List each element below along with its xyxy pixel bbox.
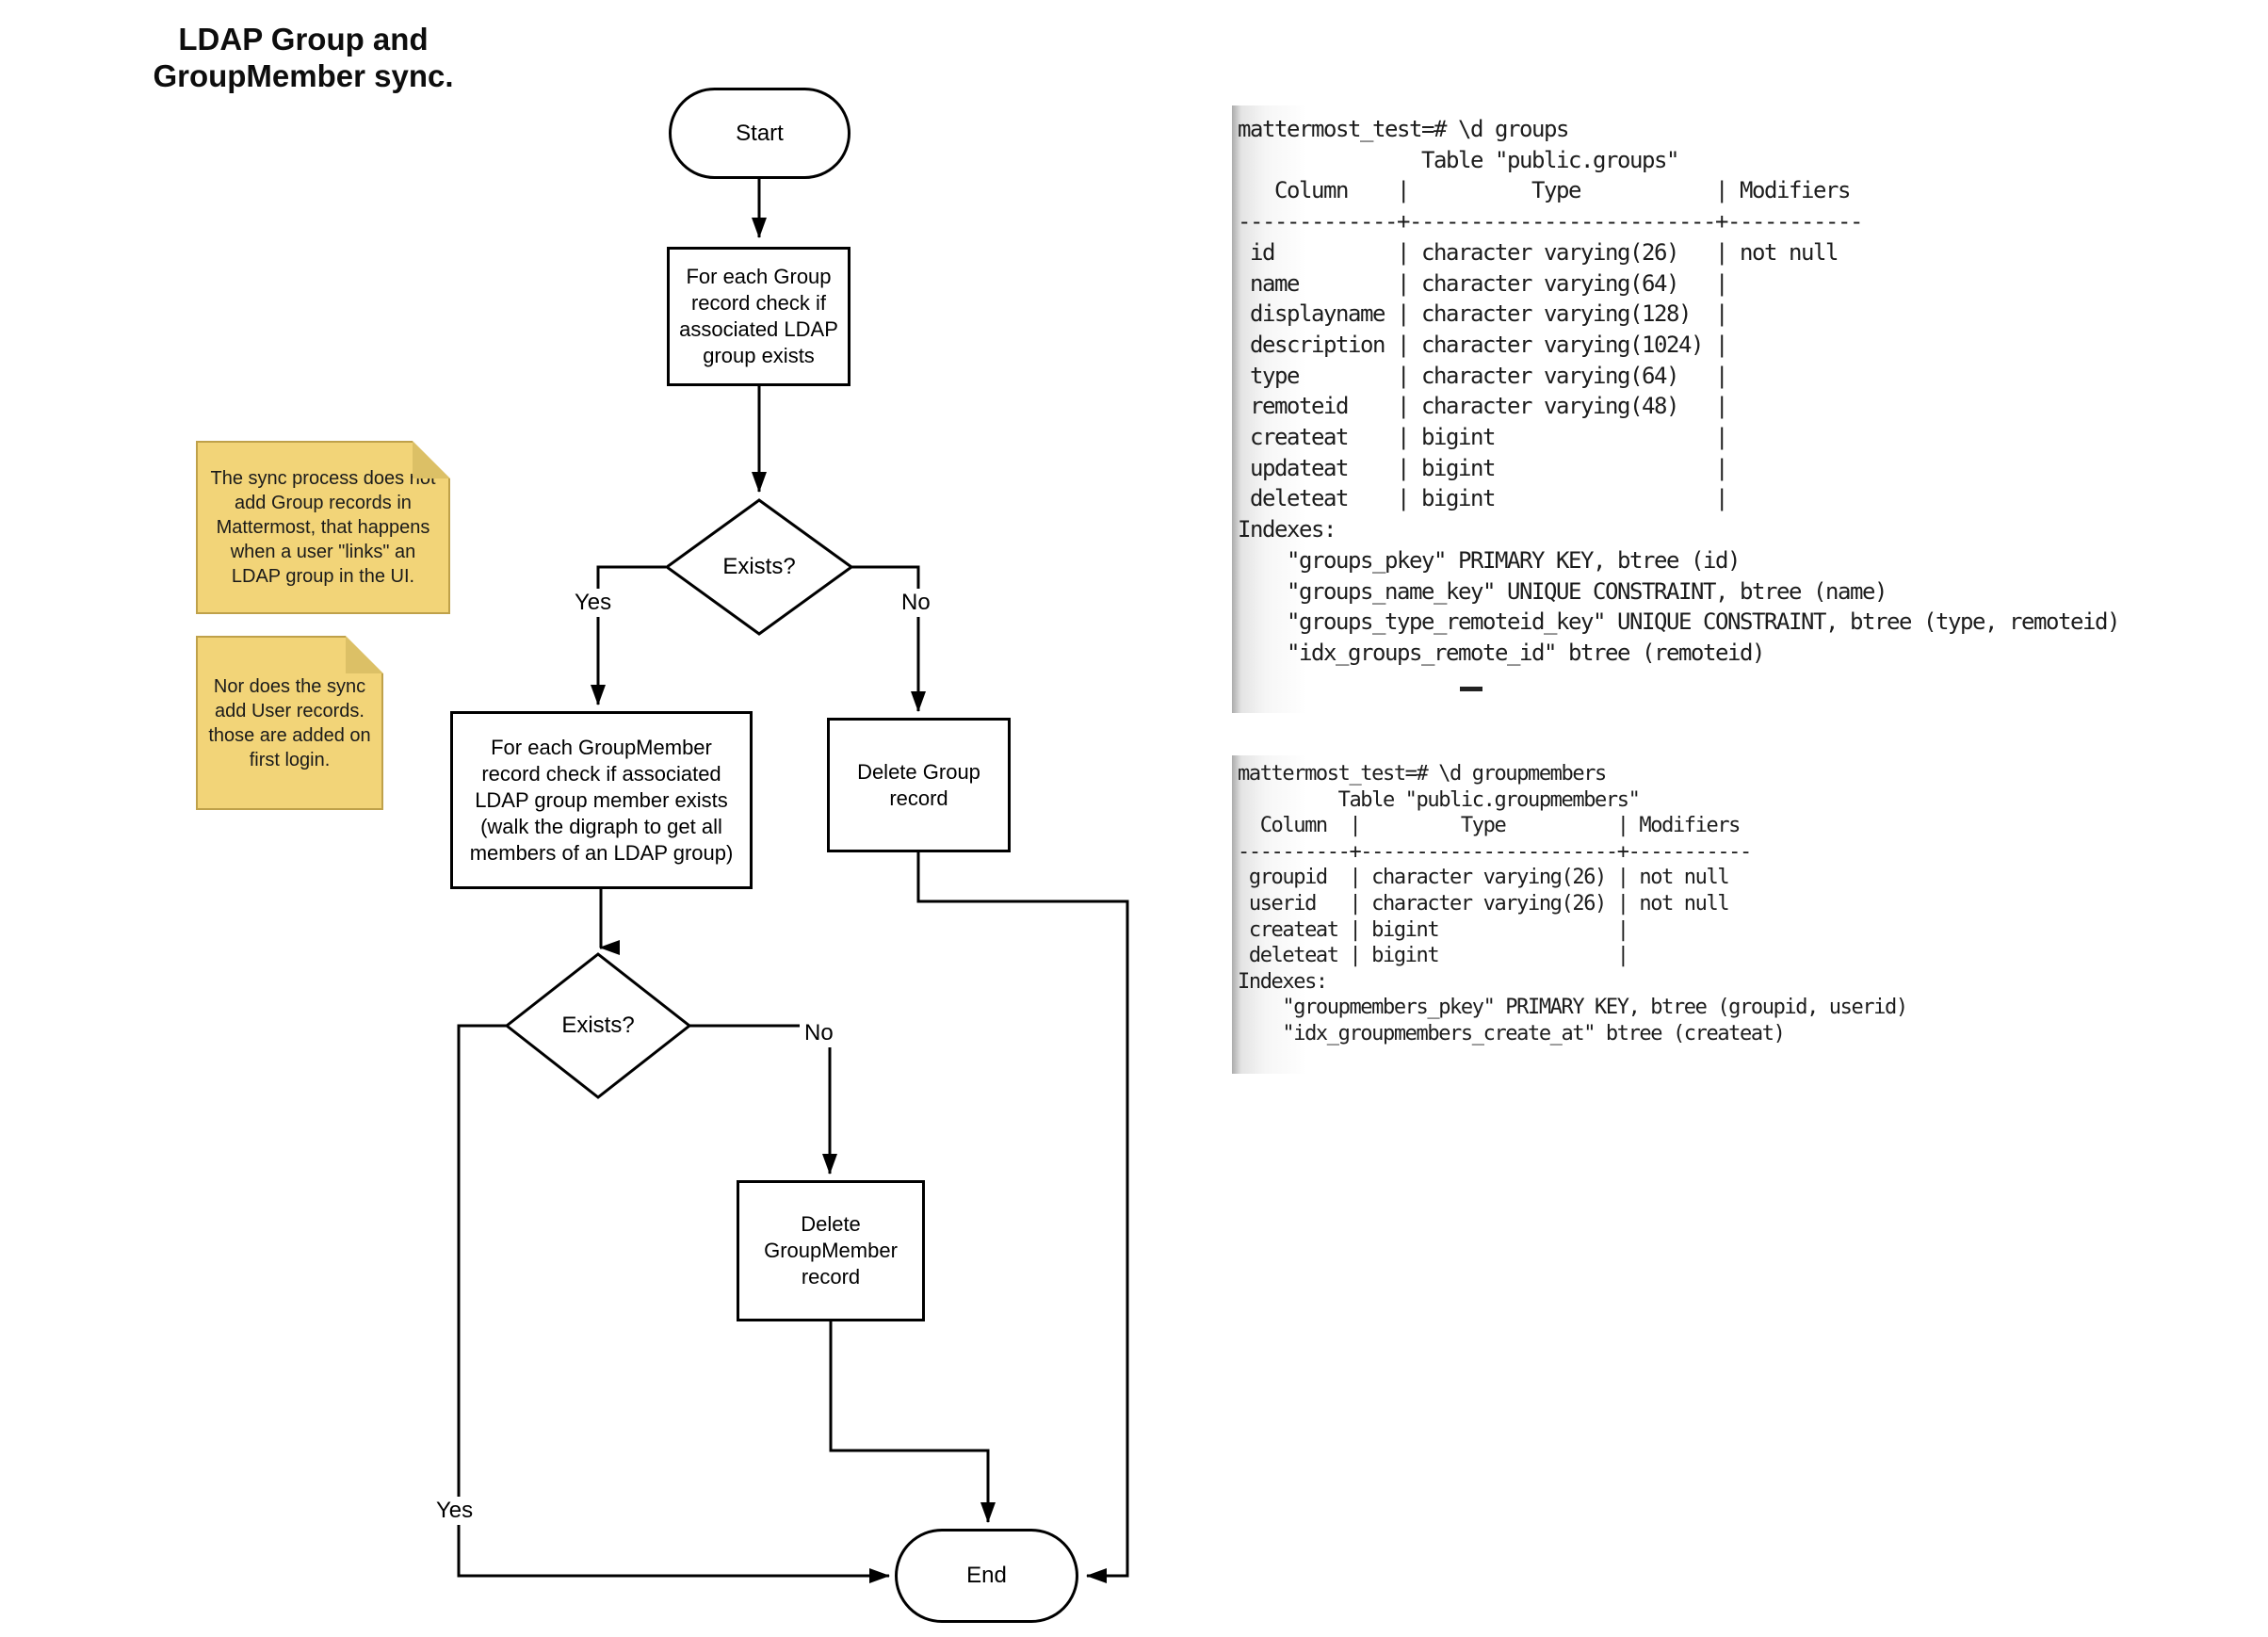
delete-group-label: Delete Group record xyxy=(857,759,980,810)
edge-exists1-yes xyxy=(591,565,666,705)
edge-check-groupmember-to-exists2 xyxy=(599,889,620,955)
check-groupmember-label: For each GroupMember record check if ass… xyxy=(469,735,734,865)
sticky-note-text: Nor does the sync add User records. thos… xyxy=(208,675,371,770)
note-fold-icon xyxy=(413,441,450,478)
note-fold-icon xyxy=(346,636,383,673)
exists2-yes-label: Yes xyxy=(431,1497,478,1525)
edge-exists2-no xyxy=(689,1024,837,1175)
edge-exists2-yes xyxy=(457,1024,890,1583)
sticky-note-text: The sync process does not add Group reco… xyxy=(210,468,436,587)
check-group-node: For each Group record check if associate… xyxy=(667,247,850,386)
psql-groups-output: mattermost_test=# \d groups Table "publi… xyxy=(1232,105,2174,713)
sticky-note-sync-groups: The sync process does not add Group reco… xyxy=(196,441,450,614)
psql-groups-text: mattermost_test=# \d groups Table "publi… xyxy=(1238,116,2120,666)
end-node-label: End xyxy=(966,1563,1007,1588)
delete-group-node: Delete Group record xyxy=(827,718,1011,852)
check-group-label: For each Group record check if associate… xyxy=(679,265,838,367)
edge-exists1-no xyxy=(850,565,926,712)
exists1-label: Exists? xyxy=(722,554,796,579)
exists1-no-label: No xyxy=(897,589,935,617)
exists2-label: Exists? xyxy=(561,1013,635,1038)
page-title: LDAP Group and GroupMember sync. xyxy=(153,22,454,93)
exists2-diamond xyxy=(504,952,692,1099)
start-node-label: Start xyxy=(736,120,784,146)
edge-delete-groupmember-to-end xyxy=(829,1321,996,1523)
exists1-diamond xyxy=(664,498,854,636)
exists1-yes-label: Yes xyxy=(570,589,617,617)
sticky-note-sync-users: Nor does the sync add User records. thos… xyxy=(196,636,383,810)
psql-groupmembers-output: mattermost_test=# \d groupmembers Table … xyxy=(1232,755,1950,1074)
delete-groupmember-label: Delete GroupMember record xyxy=(764,1212,898,1289)
start-node: Start xyxy=(669,88,850,179)
psql-groupmembers-text: mattermost_test=# \d groupmembers Table … xyxy=(1238,762,1908,1045)
exists2-no-label: No xyxy=(800,1019,838,1047)
end-node: End xyxy=(895,1529,1078,1623)
edge-delete-group-to-end xyxy=(916,852,1129,1583)
delete-groupmember-node: Delete GroupMember record xyxy=(737,1180,925,1321)
terminal-cursor xyxy=(1460,687,1482,691)
check-groupmember-node: For each GroupMember record check if ass… xyxy=(450,711,753,889)
